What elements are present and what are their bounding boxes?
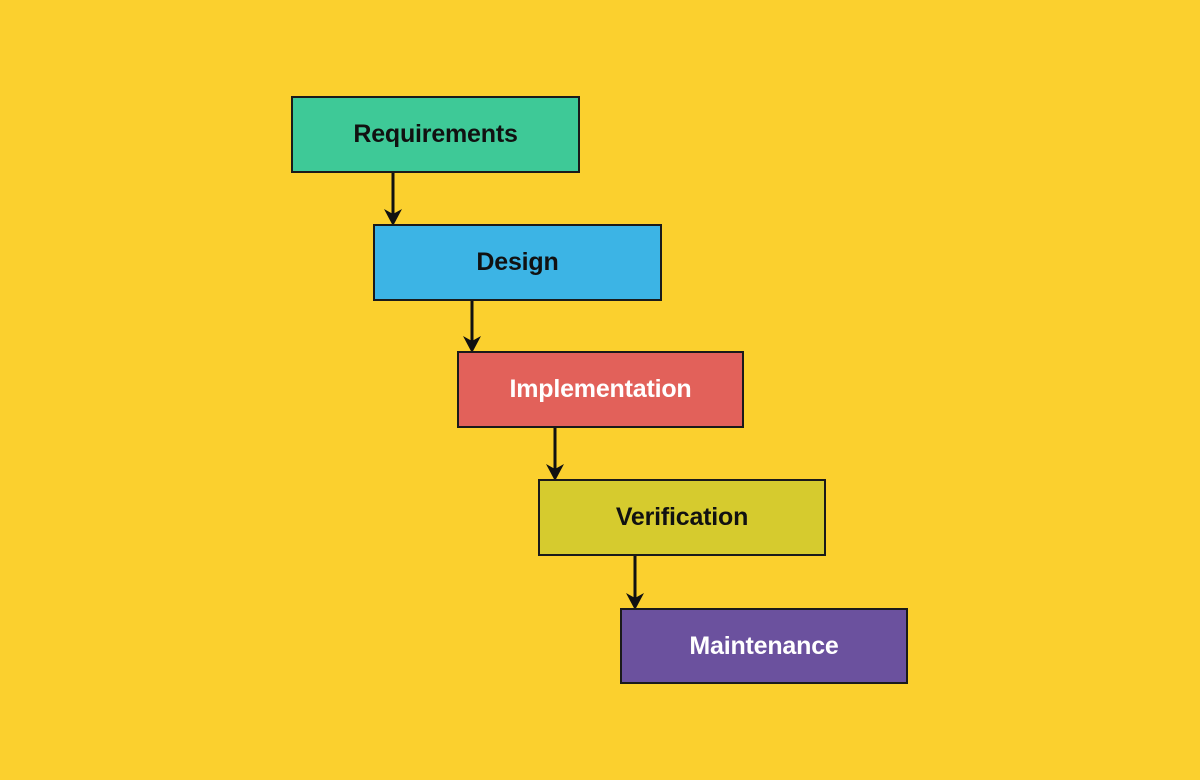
arrow-head [463, 336, 481, 353]
node-maintenance-label: Maintenance [689, 631, 839, 660]
arrow-head [626, 593, 644, 610]
node-verification-label: Verification [615, 503, 749, 531]
node-design[interactable]: Design [373, 224, 662, 301]
node-implementation-label: Implementation [509, 375, 692, 403]
arrow-head [546, 464, 564, 481]
node-requirements-label: Requirements [353, 120, 518, 148]
node-design-label: Design [476, 248, 559, 276]
node-requirements[interactable]: Requirements [291, 96, 580, 173]
node-verification[interactable]: Verification [538, 479, 826, 556]
arrow-head [384, 209, 402, 226]
node-implementation[interactable]: Implementation [457, 351, 744, 428]
node-maintenance[interactable]: Maintenance [620, 608, 908, 684]
